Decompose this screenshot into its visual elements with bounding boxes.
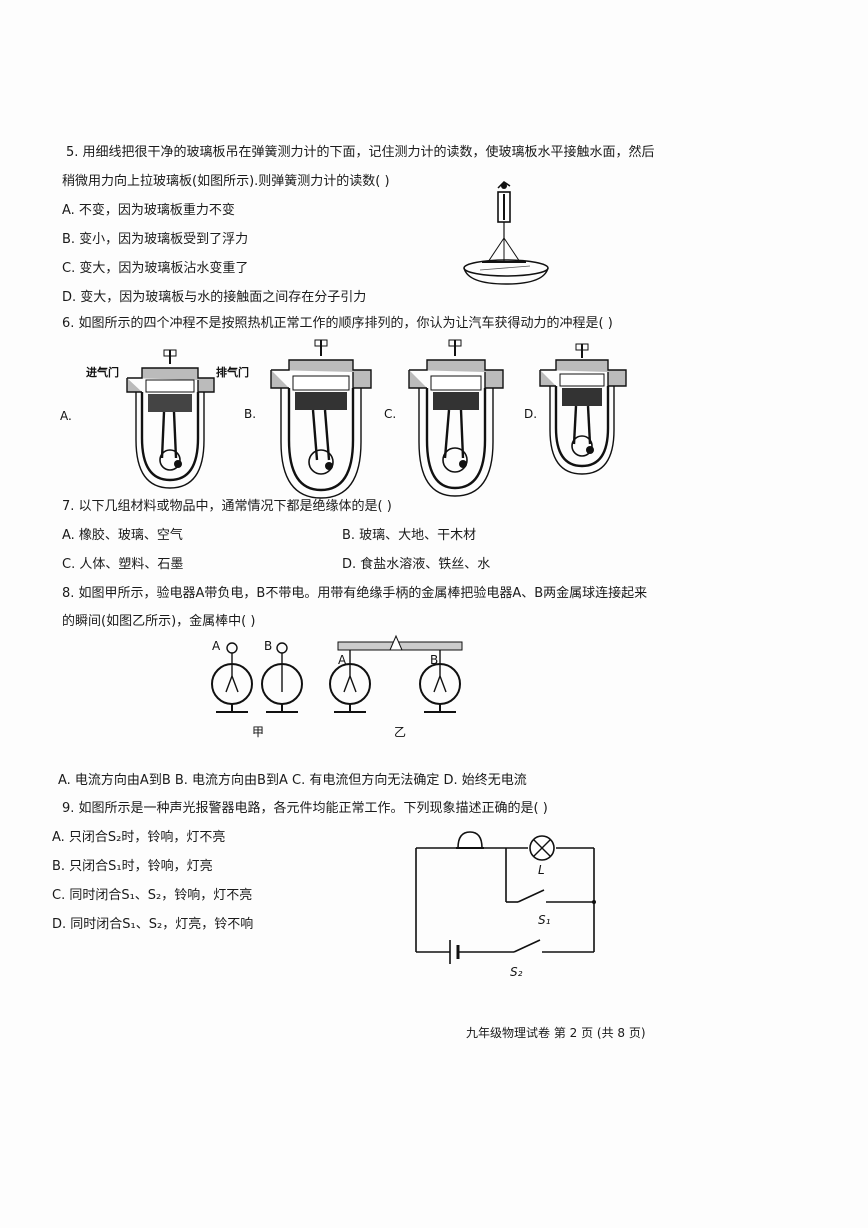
svg-text:B: B: [264, 639, 272, 653]
q6-option-a: A.: [60, 409, 72, 423]
q9-option-b: B. 只闭合S₁时，铃响，灯亮: [52, 859, 213, 874]
q6-option-c: C.: [384, 407, 396, 421]
q8-stem-line1: 8. 如图甲所示，验电器A带负电，B不带电。用带有绝缘手柄的金属棒把验电器A、B…: [62, 586, 648, 601]
q7-option-b: B. 玻璃、大地、干木材: [342, 528, 477, 543]
engine-b: [270, 339, 372, 499]
lamp-label: L: [538, 863, 545, 877]
q7-option-a: A. 橡胶、玻璃、空气: [62, 528, 183, 543]
fig-label-yi: 乙: [394, 725, 406, 739]
engine-a: [126, 349, 215, 489]
page-footer: 九年级物理试卷 第 2 页 (共 8 页): [466, 1026, 646, 1040]
q5-option-c: C. 变大，因为玻璃板沾水变重了: [62, 261, 249, 276]
q5-option-b: B. 变小，因为玻璃板受到了浮力: [62, 232, 249, 247]
q9-option-a: A. 只闭合S₂时，铃响，灯不亮: [52, 830, 226, 845]
q9-option-d: D. 同时闭合S₁、S₂，灯亮，铃不响: [52, 917, 254, 932]
electroscope-b-jia: B: [261, 639, 303, 713]
electroscope-figure: A B 甲 A B 乙: [211, 634, 463, 739]
q8-options: A. 电流方向由A到B B. 电流方向由B到A C. 有电流但方向无法确定 D.…: [58, 773, 527, 788]
q9-stem: 9. 如图所示是一种声光报警器电路，各元件均能正常工作。下列现象描述正确的是( …: [62, 801, 548, 816]
svg-text:A: A: [212, 639, 221, 653]
q5-option-a: A. 不变，因为玻璃板重力不变: [62, 203, 235, 218]
q5-stem-line2: 稍微用力向上拉玻璃板(如图所示).则弹簧测力计的读数( ): [62, 174, 390, 189]
alarm-circuit-figure: L S₁ S₂: [415, 831, 596, 979]
bell-icon: [456, 831, 484, 849]
battery-icon: [449, 940, 460, 964]
q5-stem-line1: 5. 用细线把很干净的玻璃板吊在弹簧测力计的下面，记住测力计的读数，使玻璃板水平…: [66, 145, 655, 160]
q9-option-c: C. 同时闭合S₁、S₂，铃响，灯不亮: [52, 888, 253, 903]
svg-text:B: B: [430, 653, 438, 667]
lamp-icon: [529, 835, 555, 861]
electroscope-pair-yi: A B: [329, 634, 463, 713]
q7-stem: 7. 以下几组材料或物品中，通常情况下都是绝缘体的是( ): [62, 499, 392, 514]
electroscope-a-jia: A: [211, 639, 253, 713]
spring-scale-figure: [463, 181, 549, 285]
q7-option-d: D. 食盐水溶液、铁丝、水: [342, 557, 491, 572]
engine-d: [539, 343, 627, 475]
q5-option-d: D. 变大，因为玻璃板与水的接触面之间存在分子引力: [62, 290, 367, 305]
q6-option-b: B.: [244, 407, 256, 421]
exhaust-valve-label: 排气门: [216, 365, 249, 379]
engine-strokes-figure: 进气门 排气门 A. B. C. D.: [60, 339, 627, 499]
switch-s2: [513, 939, 541, 953]
q6-stem: 6. 如图所示的四个冲程不是按照热机正常工作的顺序排列的，你认为让汽车获得动力的…: [62, 316, 613, 331]
q7-option-c: C. 人体、塑料、石墨: [62, 557, 184, 572]
s1-label: S₁: [538, 913, 551, 927]
q6-option-d: D.: [524, 407, 537, 421]
intake-valve-label: 进气门: [86, 365, 119, 379]
engine-c: [408, 339, 504, 497]
switch-s1: [517, 889, 545, 903]
svg-text:A: A: [338, 653, 347, 667]
s2-label: S₂: [510, 965, 523, 979]
q8-stem-line2: 的瞬间(如图乙所示)，金属棒中( ): [62, 614, 256, 629]
fig-label-jia: 甲: [252, 725, 264, 739]
